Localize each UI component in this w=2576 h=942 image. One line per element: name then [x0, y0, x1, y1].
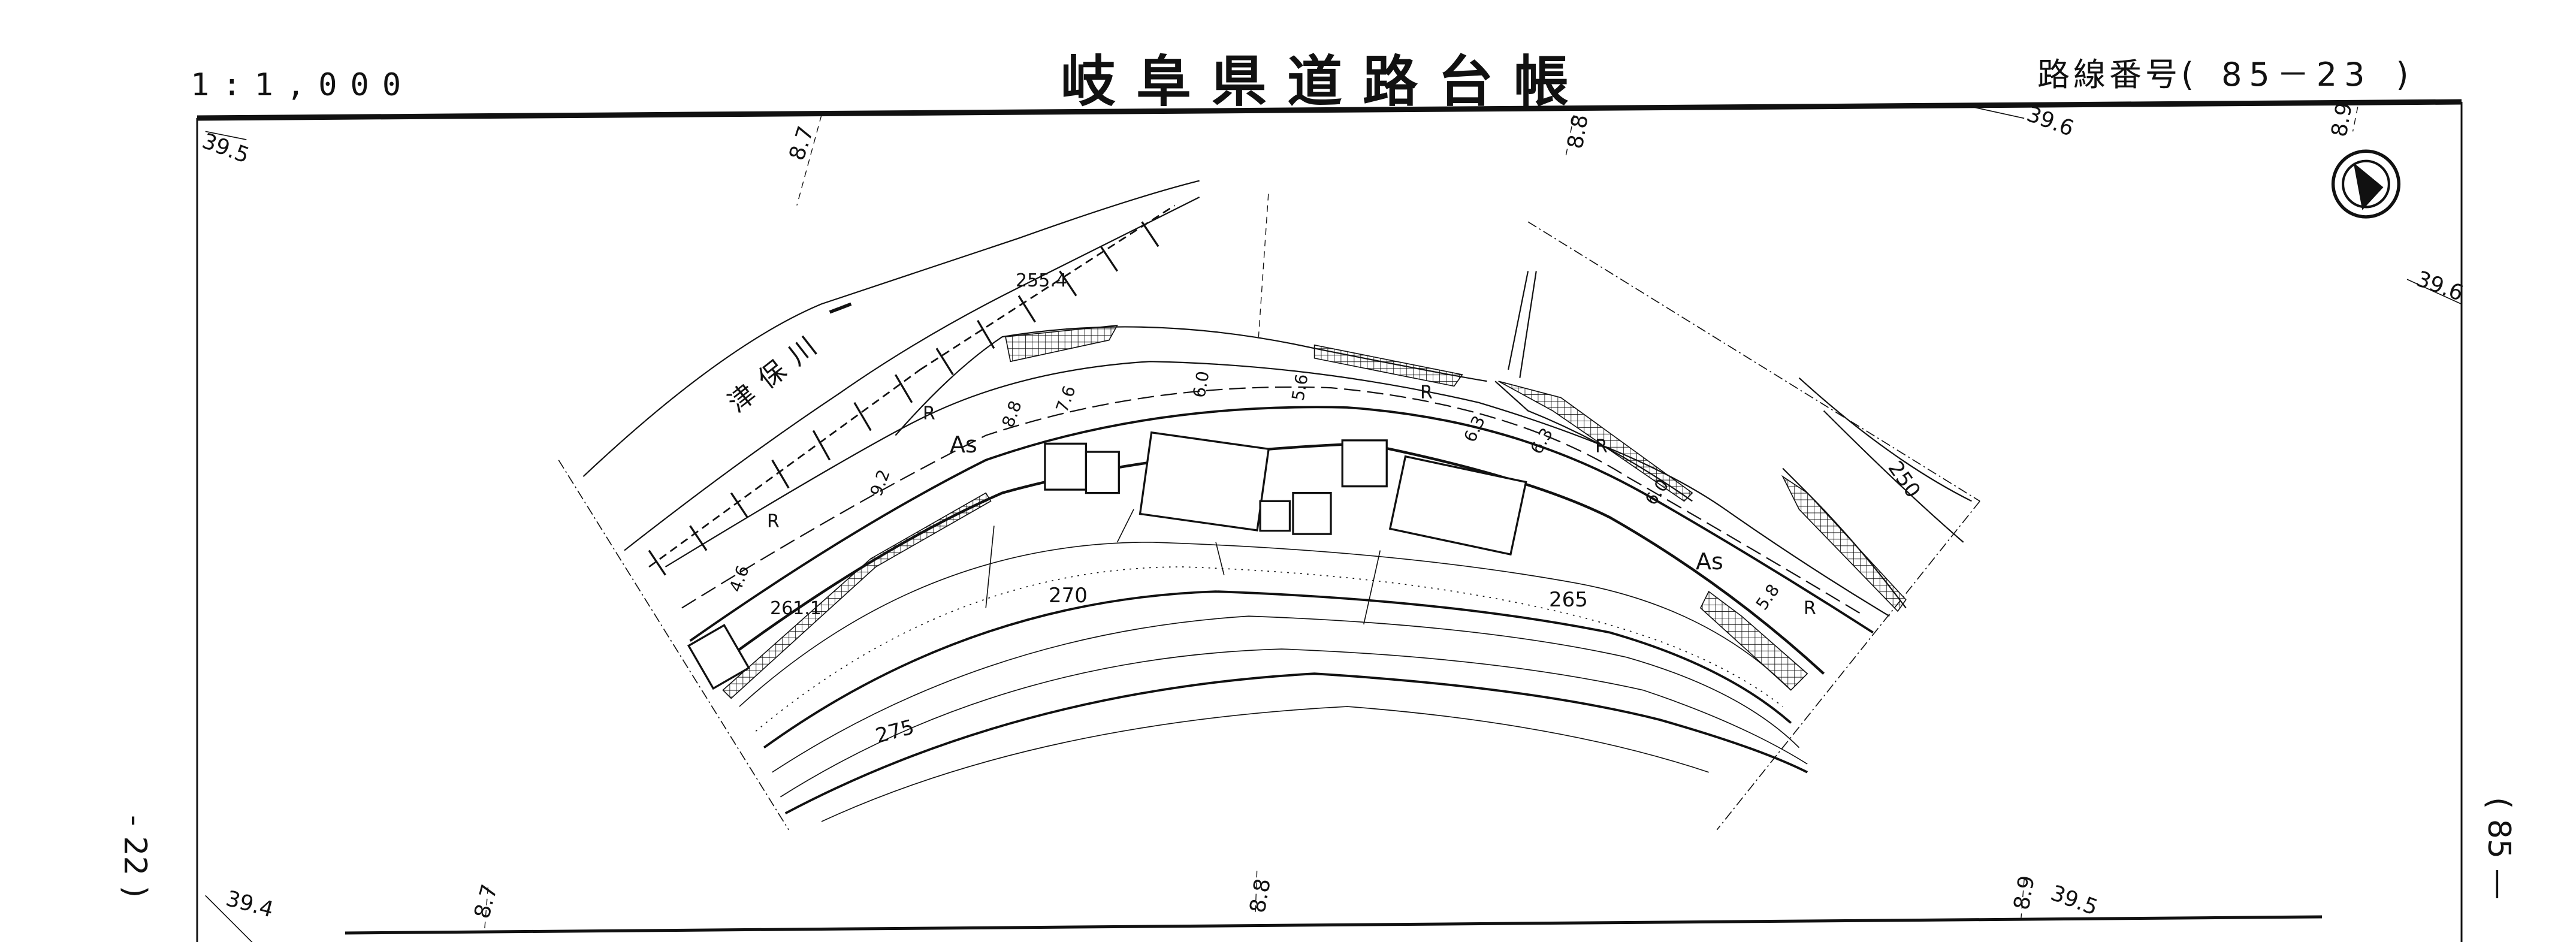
surface-label: As: [950, 431, 977, 458]
river: [582, 180, 1200, 576]
guardrail-label: R: [1804, 598, 1816, 619]
contour-label: 275: [873, 715, 917, 748]
grid-label: 39.6: [2024, 102, 2077, 141]
grid-label: 39.4: [224, 886, 276, 922]
grid-label: 8.8: [1245, 877, 1275, 915]
guardrail-label: R: [1595, 436, 1608, 457]
guardrail-label: R: [767, 511, 780, 532]
buildings: [687, 431, 1527, 690]
river-name: 津保川: [722, 324, 832, 418]
page-title: 岐阜県道路台帳: [1061, 49, 1590, 114]
map-boundary: [558, 221, 1980, 831]
grid-ticks: [484, 107, 2358, 929]
route-label: 路線番号(: [2037, 56, 2198, 93]
route-number-value: 85－23: [2221, 56, 2372, 93]
grid-label: 8.8: [1563, 113, 1593, 151]
width-label: 6.0: [1189, 370, 1213, 400]
width-label: 5.6: [1288, 373, 1312, 403]
grid-label: 8.9: [2327, 101, 2357, 139]
grid-label: 39.6: [2413, 267, 2466, 306]
grid-label: 39.5: [199, 129, 252, 168]
north-arrow-icon: [2331, 149, 2401, 219]
road: [665, 271, 1972, 675]
grid-label: 39.5: [2047, 881, 2101, 920]
grid-label: 8.7: [785, 123, 819, 164]
route-close: ): [2396, 56, 2412, 93]
width-label: 8.8: [998, 398, 1026, 430]
surface-label: As: [1696, 548, 1723, 575]
elevation-label: 255.4: [1016, 270, 1067, 291]
guardrail-label: R: [923, 403, 935, 424]
contour-lines: [739, 509, 1808, 822]
contour-label: 265: [1549, 588, 1588, 612]
guardrail-label: R: [1420, 382, 1433, 403]
width-label: 9.2: [866, 467, 894, 499]
route-number: 路線番号( 85－23): [2037, 48, 2412, 95]
width-label: 6.3: [1460, 413, 1489, 445]
grid-labels: 39.5 8.7 8.8 39.6 8.9 39.6 39.4 8.7 8.8 …: [199, 101, 2466, 922]
map-scale: 1:1,000: [191, 67, 415, 103]
elevation-label: 261.1: [770, 598, 822, 619]
width-label: 5.8: [1752, 581, 1784, 614]
grid-label: 8.9: [2009, 874, 2039, 912]
sheet-frame: [196, 99, 2463, 942]
contour-label: 270: [1049, 584, 1088, 608]
grid-label: 8.7: [470, 881, 502, 921]
retaining-walls: [722, 324, 1907, 699]
